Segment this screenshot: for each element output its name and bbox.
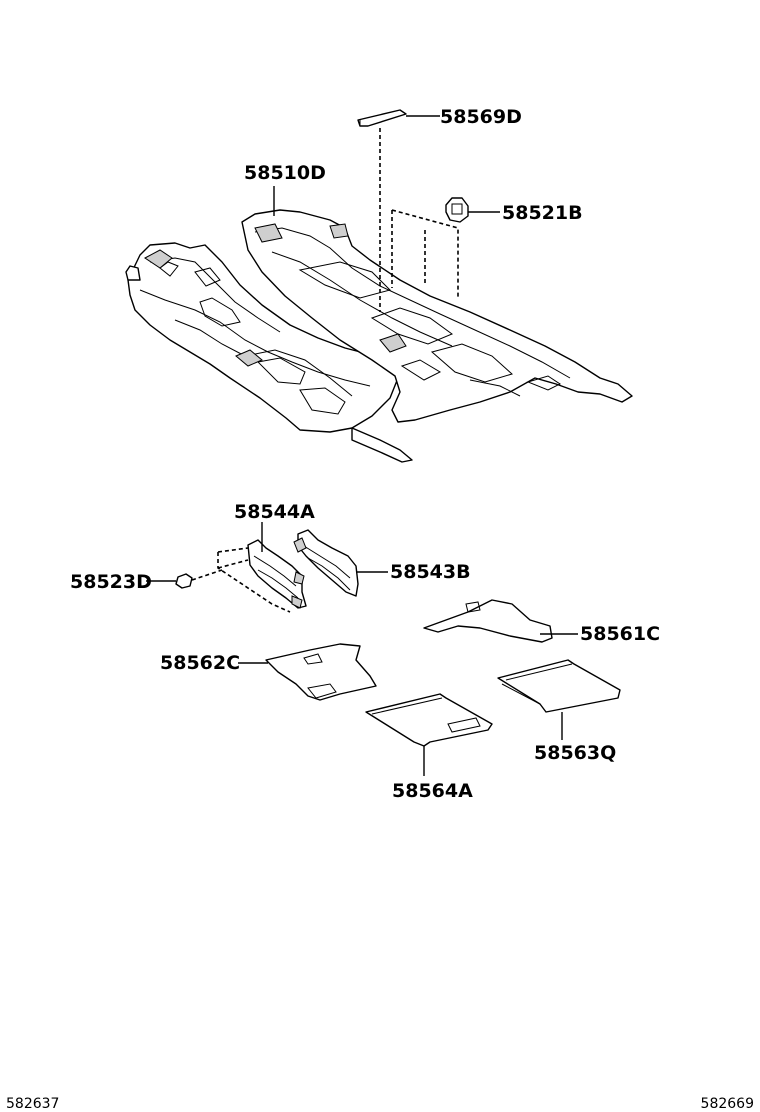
- footer-right-code: 582669: [701, 1096, 754, 1112]
- part-number-58523d: 58523D: [70, 571, 152, 593]
- part-number-58544a: 58544A: [234, 501, 315, 523]
- part-number-58563q: 58563Q: [534, 742, 616, 764]
- part-number-58510d: 58510D: [244, 162, 326, 184]
- part-number-58561c: 58561C: [580, 623, 660, 645]
- footer-left-code: 582637: [6, 1096, 59, 1112]
- bracket-dashed-box: [217, 547, 291, 613]
- part-58561c-pad: [423, 599, 553, 643]
- part-58523d-bolt: [175, 569, 223, 589]
- part-58563q-pad: [497, 659, 621, 713]
- floor-carpet-assembly: [125, 209, 633, 463]
- part-number-58569d: 58569D: [440, 106, 522, 128]
- part-number-58521b: 58521B: [502, 202, 583, 224]
- part-number-58543b: 58543B: [390, 561, 471, 583]
- part-number-58564a: 58564A: [392, 780, 473, 802]
- part-58521b-clip: [445, 197, 469, 223]
- part-58564a-pad: [365, 693, 493, 747]
- part-58562c-pad: [265, 643, 377, 701]
- relation-dashed-lines: [379, 128, 459, 312]
- part-58543b-bracket: [293, 529, 359, 597]
- part-number-58562c: 58562C: [160, 652, 240, 674]
- part-58544a-bracket: [247, 539, 307, 609]
- leader-lines: [146, 115, 578, 776]
- part-58569d-strip: [357, 109, 407, 127]
